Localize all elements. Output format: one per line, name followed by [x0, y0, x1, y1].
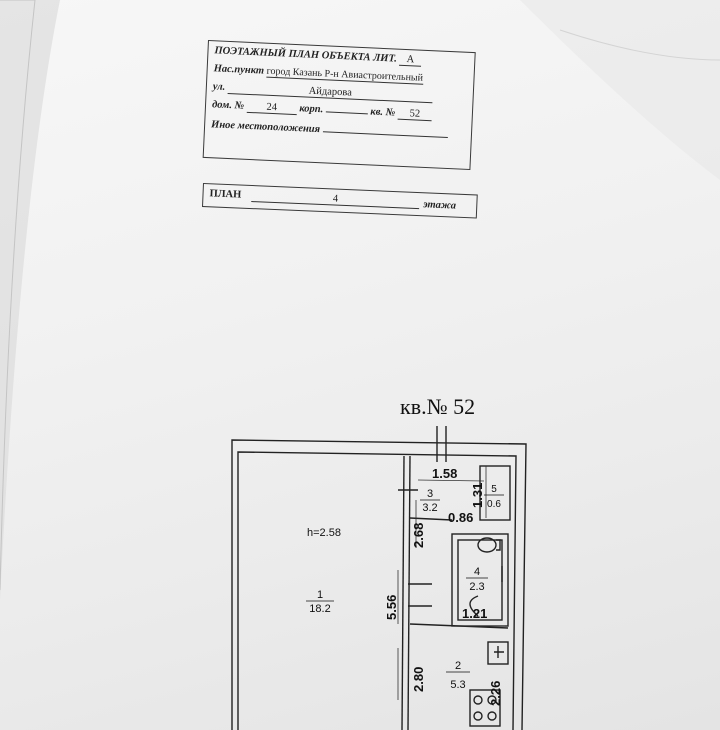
- dim-2-26: 2.26: [488, 681, 503, 706]
- dim-2-80: 2.80: [411, 667, 426, 692]
- outer-wall-inner: [237, 451, 517, 730]
- room1-area: 18.2: [309, 603, 330, 615]
- room2-number: 2: [455, 660, 461, 672]
- room3-number: 3: [427, 488, 433, 500]
- dim-1-31: 1.31: [470, 483, 485, 508]
- apartment-title: кв.№ 52: [400, 394, 476, 419]
- room3-area: 3.2: [422, 502, 437, 514]
- ceiling-height-label: h=2.58: [307, 527, 341, 539]
- dim-1-21: 1.21: [462, 606, 487, 621]
- dim-2-68: 2.68: [411, 523, 426, 548]
- outer-wall: [231, 439, 527, 730]
- dim-1-58: 1.58: [432, 466, 457, 481]
- room5-area: 0.6: [487, 499, 501, 510]
- room4-area: 2.3: [469, 581, 484, 593]
- room2-area: 5.3: [450, 679, 465, 691]
- room5-wc: [479, 465, 511, 521]
- room4-number: 4: [474, 566, 480, 578]
- room1-right-wall-inner: [407, 455, 411, 730]
- dim-0-86: 0.86: [448, 510, 473, 525]
- stove: [469, 689, 501, 727]
- room1-right-wall: [401, 455, 405, 730]
- sink: [487, 641, 509, 665]
- dim-5-56: 5.56: [384, 595, 399, 620]
- room5-number: 5: [491, 484, 497, 495]
- room1-number: 1: [317, 589, 323, 601]
